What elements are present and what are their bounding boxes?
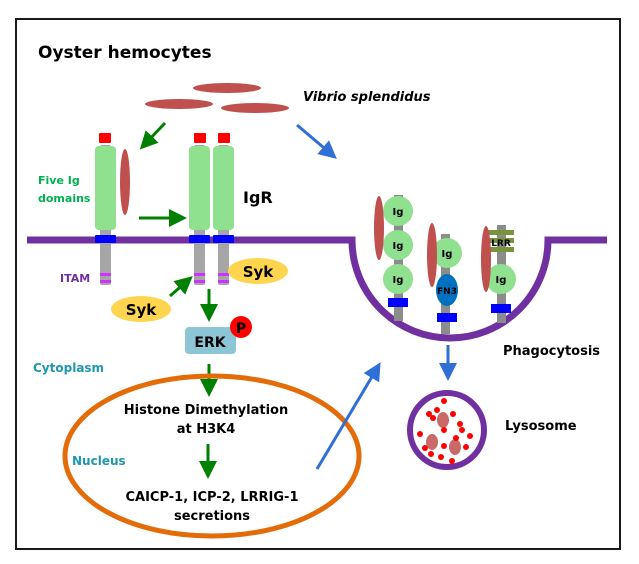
ig-domain-label: Ig: [393, 207, 404, 218]
transmembrane-anchor: [213, 235, 234, 243]
transmembrane-anchor: [388, 298, 408, 307]
phagocytic-receptor-2: Ig FN3: [432, 234, 462, 334]
fn3-domain-label: FN3: [437, 287, 457, 297]
erk-box: [185, 327, 236, 354]
transmembrane-anchor: [491, 304, 511, 313]
ig-domains-block: [213, 146, 234, 230]
arrow-bacteria-to-receptor: [139, 121, 167, 150]
ig-domain-label: Ig: [442, 249, 453, 260]
histone-label-line2: at H3K4: [177, 422, 236, 437]
vibrio-bacteria-cluster: [145, 83, 289, 113]
ig-domain-label: Ig: [496, 275, 507, 286]
transmembrane-anchor: [189, 235, 210, 243]
lrr-bar: [488, 230, 514, 235]
itam-motif: [100, 280, 111, 283]
bacterium: [145, 99, 213, 109]
syk-free-label: Syk: [126, 301, 158, 319]
lrr-bar: [488, 247, 514, 252]
bound-bacterium: [120, 149, 130, 215]
cell-membrane: [27, 236, 607, 342]
ig-domain: [486, 264, 516, 294]
lysosome-granules: [417, 398, 473, 464]
lysosome: [407, 390, 487, 470]
ig-domains-block: [189, 146, 210, 230]
diagram-title: Oyster hemocytes: [38, 43, 212, 63]
phagocytic-receptor-1: Ig Ig Ig: [383, 195, 413, 321]
phagocytosis-label: Phagocytosis: [503, 344, 600, 359]
syk-bound: [228, 258, 288, 284]
lysosome-label: Lysosome: [505, 419, 577, 434]
digested-bacterium: [437, 412, 449, 428]
erk-label: ERK: [194, 335, 226, 351]
ig-domain: [383, 264, 413, 294]
ig-domain: [432, 238, 462, 268]
igr-dimer: [189, 133, 234, 285]
ig-domain: [383, 230, 413, 260]
digested-bacterium: [449, 439, 461, 455]
ig-domains-block: [95, 146, 116, 230]
phospho-badge: [230, 316, 252, 338]
arrow-bacteria-to-phagocytosis: [296, 123, 337, 159]
phospho-label: P: [236, 321, 246, 337]
itam-motif: [100, 273, 111, 276]
receptor-cap: [99, 133, 111, 143]
secretion-label-line1: CAICP-1, ICP-2, LRRIG-1: [125, 490, 298, 505]
bound-bacterium: [481, 226, 491, 292]
itam-label: ITAM: [60, 272, 90, 285]
arrow-syk-to-itam: [169, 276, 193, 298]
itam-motif: [194, 273, 205, 276]
nucleus: [62, 373, 362, 539]
itam-motif: [218, 273, 229, 276]
syk-bound-label: Syk: [243, 263, 275, 281]
syk-free: [111, 296, 171, 322]
igr-monomer: [95, 133, 116, 285]
histone-label-line1: Histone Dimethylation: [124, 403, 288, 418]
receptor-cap: [194, 133, 206, 143]
five-ig-label-line1: Five Ig: [38, 174, 80, 187]
cytoplasm-label: Cytoplasm: [33, 361, 104, 375]
transmembrane-anchor: [95, 235, 116, 243]
receptor-cap: [218, 133, 230, 143]
pathogen-label: Vibrio splendidus: [303, 90, 431, 105]
bacterium: [221, 103, 289, 113]
ig-domain: [383, 196, 413, 226]
bound-bacterium: [427, 223, 437, 287]
transmembrane-anchor: [437, 313, 457, 322]
fn3-domain: [436, 274, 458, 306]
igr-label: IgR: [243, 188, 273, 207]
itam-motif: [194, 280, 205, 283]
nucleus-label: Nucleus: [72, 454, 126, 468]
digested-bacterium: [426, 434, 438, 450]
phagocytic-receptor-3: LRR Ig: [486, 225, 516, 323]
secretion-label-line2: secretions: [174, 509, 250, 524]
diagram-frame: [15, 18, 621, 550]
itam-motif: [218, 280, 229, 283]
lrr-label: LRR: [491, 239, 511, 249]
bound-bacterium: [374, 196, 384, 260]
ig-domain-label: Ig: [393, 241, 404, 252]
arrow-secretion-to-phagocytosis: [315, 362, 381, 470]
bacterium: [193, 83, 261, 93]
five-ig-label-line2: domains: [38, 192, 91, 205]
lrr-bar: [488, 238, 514, 243]
ig-domain-label: Ig: [393, 275, 404, 286]
